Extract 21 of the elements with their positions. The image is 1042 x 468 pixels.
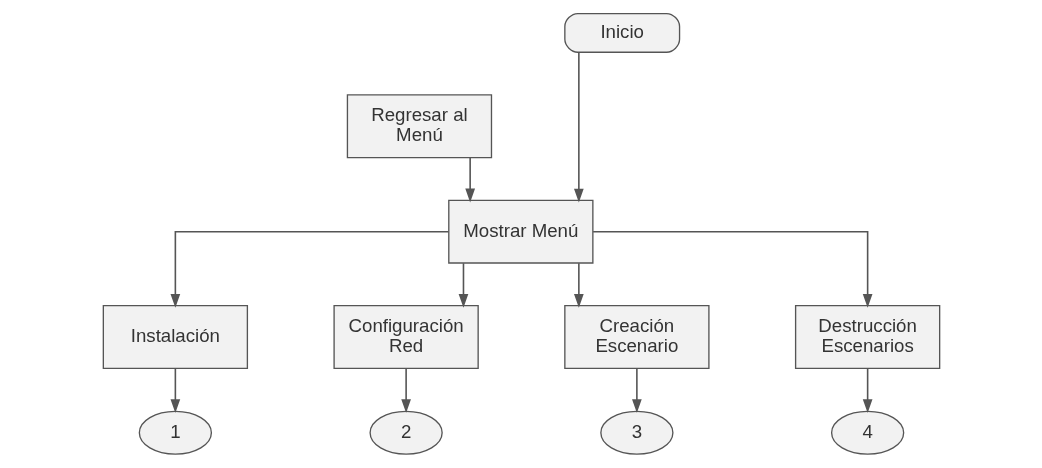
arrow <box>458 262 468 308</box>
arrow <box>464 157 475 203</box>
node-box: Inicio <box>563 12 680 53</box>
arrow <box>591 230 872 308</box>
arrow <box>400 368 411 414</box>
node-box: Regresar al Menú <box>346 94 492 159</box>
node-box: Destrucción Escenarios <box>794 305 940 370</box>
arrow <box>631 368 642 414</box>
node-ellipse: 4 <box>830 410 904 455</box>
node-ellipse: 1 <box>138 410 212 455</box>
arrow <box>170 230 449 308</box>
node-box: Configuración Red <box>332 305 479 370</box>
node-box: Instalación <box>102 305 248 370</box>
node-box: Mostrar Menú <box>447 199 594 264</box>
node-ellipse: 3 <box>599 410 674 455</box>
node-box: Creación Escenario <box>563 305 710 370</box>
arrow <box>573 51 584 203</box>
node-ellipse: 2 <box>368 410 443 455</box>
arrow <box>573 262 584 308</box>
arrow <box>862 368 872 414</box>
arrow <box>170 368 180 414</box>
